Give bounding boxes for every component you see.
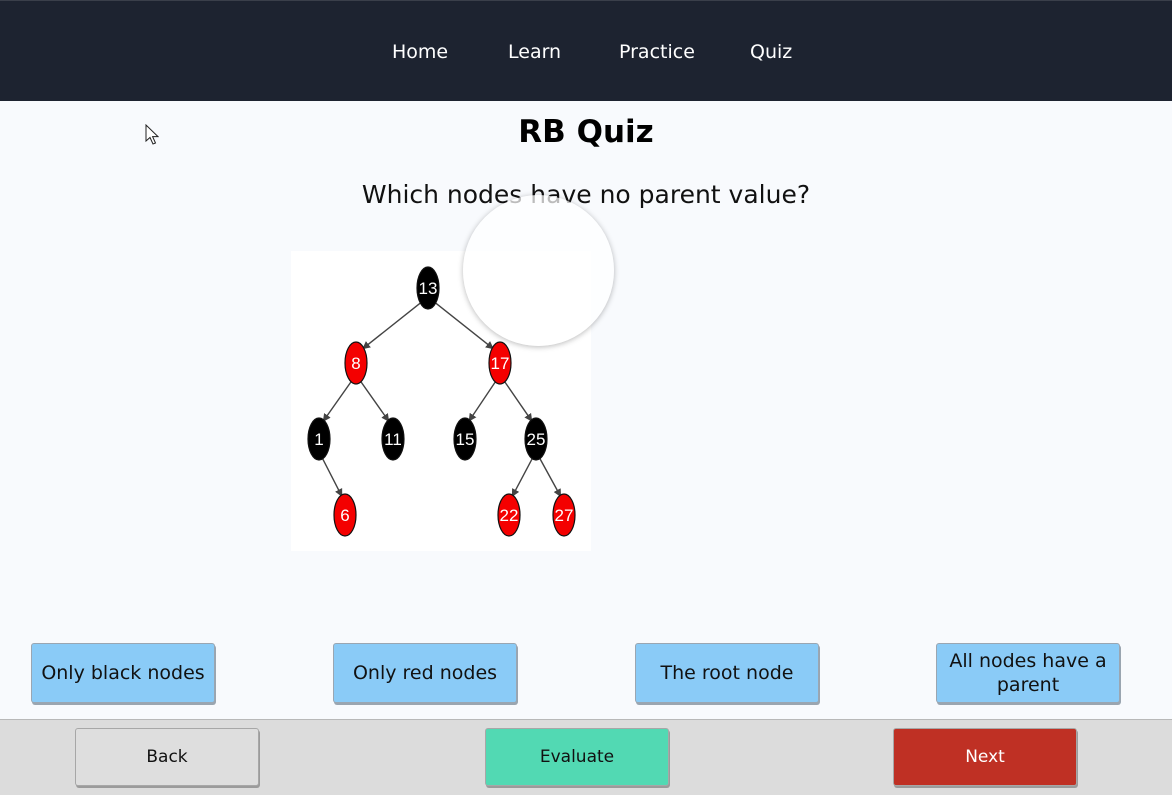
tree-node-circle [344, 341, 368, 385]
tree-node-25: 25 [524, 417, 548, 461]
tree-edge [434, 301, 494, 350]
quiz-question: Which nodes have no parent value? [361, 180, 811, 209]
tree-edge [511, 457, 534, 498]
tree-node-circle [488, 341, 512, 385]
tree-node-label: 13 [419, 279, 438, 298]
tree-edge [503, 380, 533, 422]
tree-node-circle [333, 493, 357, 537]
next-button[interactable]: Next [893, 728, 1077, 786]
nav-practice-link[interactable]: Practice [619, 41, 695, 63]
nav-home-link[interactable]: Home [392, 41, 449, 63]
tree-node-13: 13 [416, 266, 440, 310]
mouse-pointer-icon [145, 124, 159, 145]
tree-node-8: 8 [344, 341, 368, 385]
evaluate-button[interactable]: Evaluate [485, 728, 669, 786]
answer-only-black-nodes-button[interactable]: Only black nodes [31, 643, 215, 703]
tree-edge [322, 380, 353, 422]
tree-node-circle [307, 417, 331, 461]
tree-node-label: 1 [314, 430, 323, 449]
page-title: RB Quiz [518, 114, 654, 150]
tree-node-label: 15 [456, 430, 475, 449]
footer-bar: Back Evaluate Next [0, 719, 1172, 795]
tree-node-label: 22 [500, 506, 519, 525]
tree-node-circle [416, 266, 440, 310]
tree-node-circle [552, 493, 576, 537]
tree-node-17: 17 [488, 341, 512, 385]
nav-learn-link[interactable]: Learn [508, 41, 562, 63]
answer-all-nodes-have-parent-button[interactable]: All nodes have a parent [936, 643, 1120, 703]
tree-node-label: 17 [491, 354, 510, 373]
tree-node-circle [524, 417, 548, 461]
answer-root-node-button[interactable]: The root node [635, 643, 819, 703]
back-button[interactable]: Back [75, 728, 259, 786]
tree-node-11: 11 [381, 417, 405, 461]
tree-node-label: 27 [555, 506, 574, 525]
tree-node-22: 22 [497, 493, 521, 537]
tree-node-label: 6 [340, 506, 349, 525]
tree-edge [359, 380, 390, 422]
tree-node-15: 15 [453, 417, 477, 461]
tree-node-label: 8 [351, 354, 360, 373]
tree-edge [538, 457, 562, 498]
tree-node-circle [381, 417, 405, 461]
tree-node-27: 27 [552, 493, 576, 537]
tree-node-label: 11 [384, 430, 402, 449]
tree-node-label: 25 [527, 430, 546, 449]
tree-node-1: 1 [307, 417, 331, 461]
tree-edge [468, 380, 497, 422]
top-navbar: Home Learn Practice Quiz [0, 0, 1172, 101]
nav-quiz-link[interactable]: Quiz [750, 41, 793, 63]
tree-edge [321, 457, 343, 497]
tree-node-6: 6 [333, 493, 357, 537]
tree-node-circle [453, 417, 477, 461]
tree-node-circle [497, 493, 521, 537]
answer-only-red-nodes-button[interactable]: Only red nodes [333, 643, 517, 703]
magnifier-lens [463, 195, 614, 346]
tree-edge [362, 301, 422, 350]
